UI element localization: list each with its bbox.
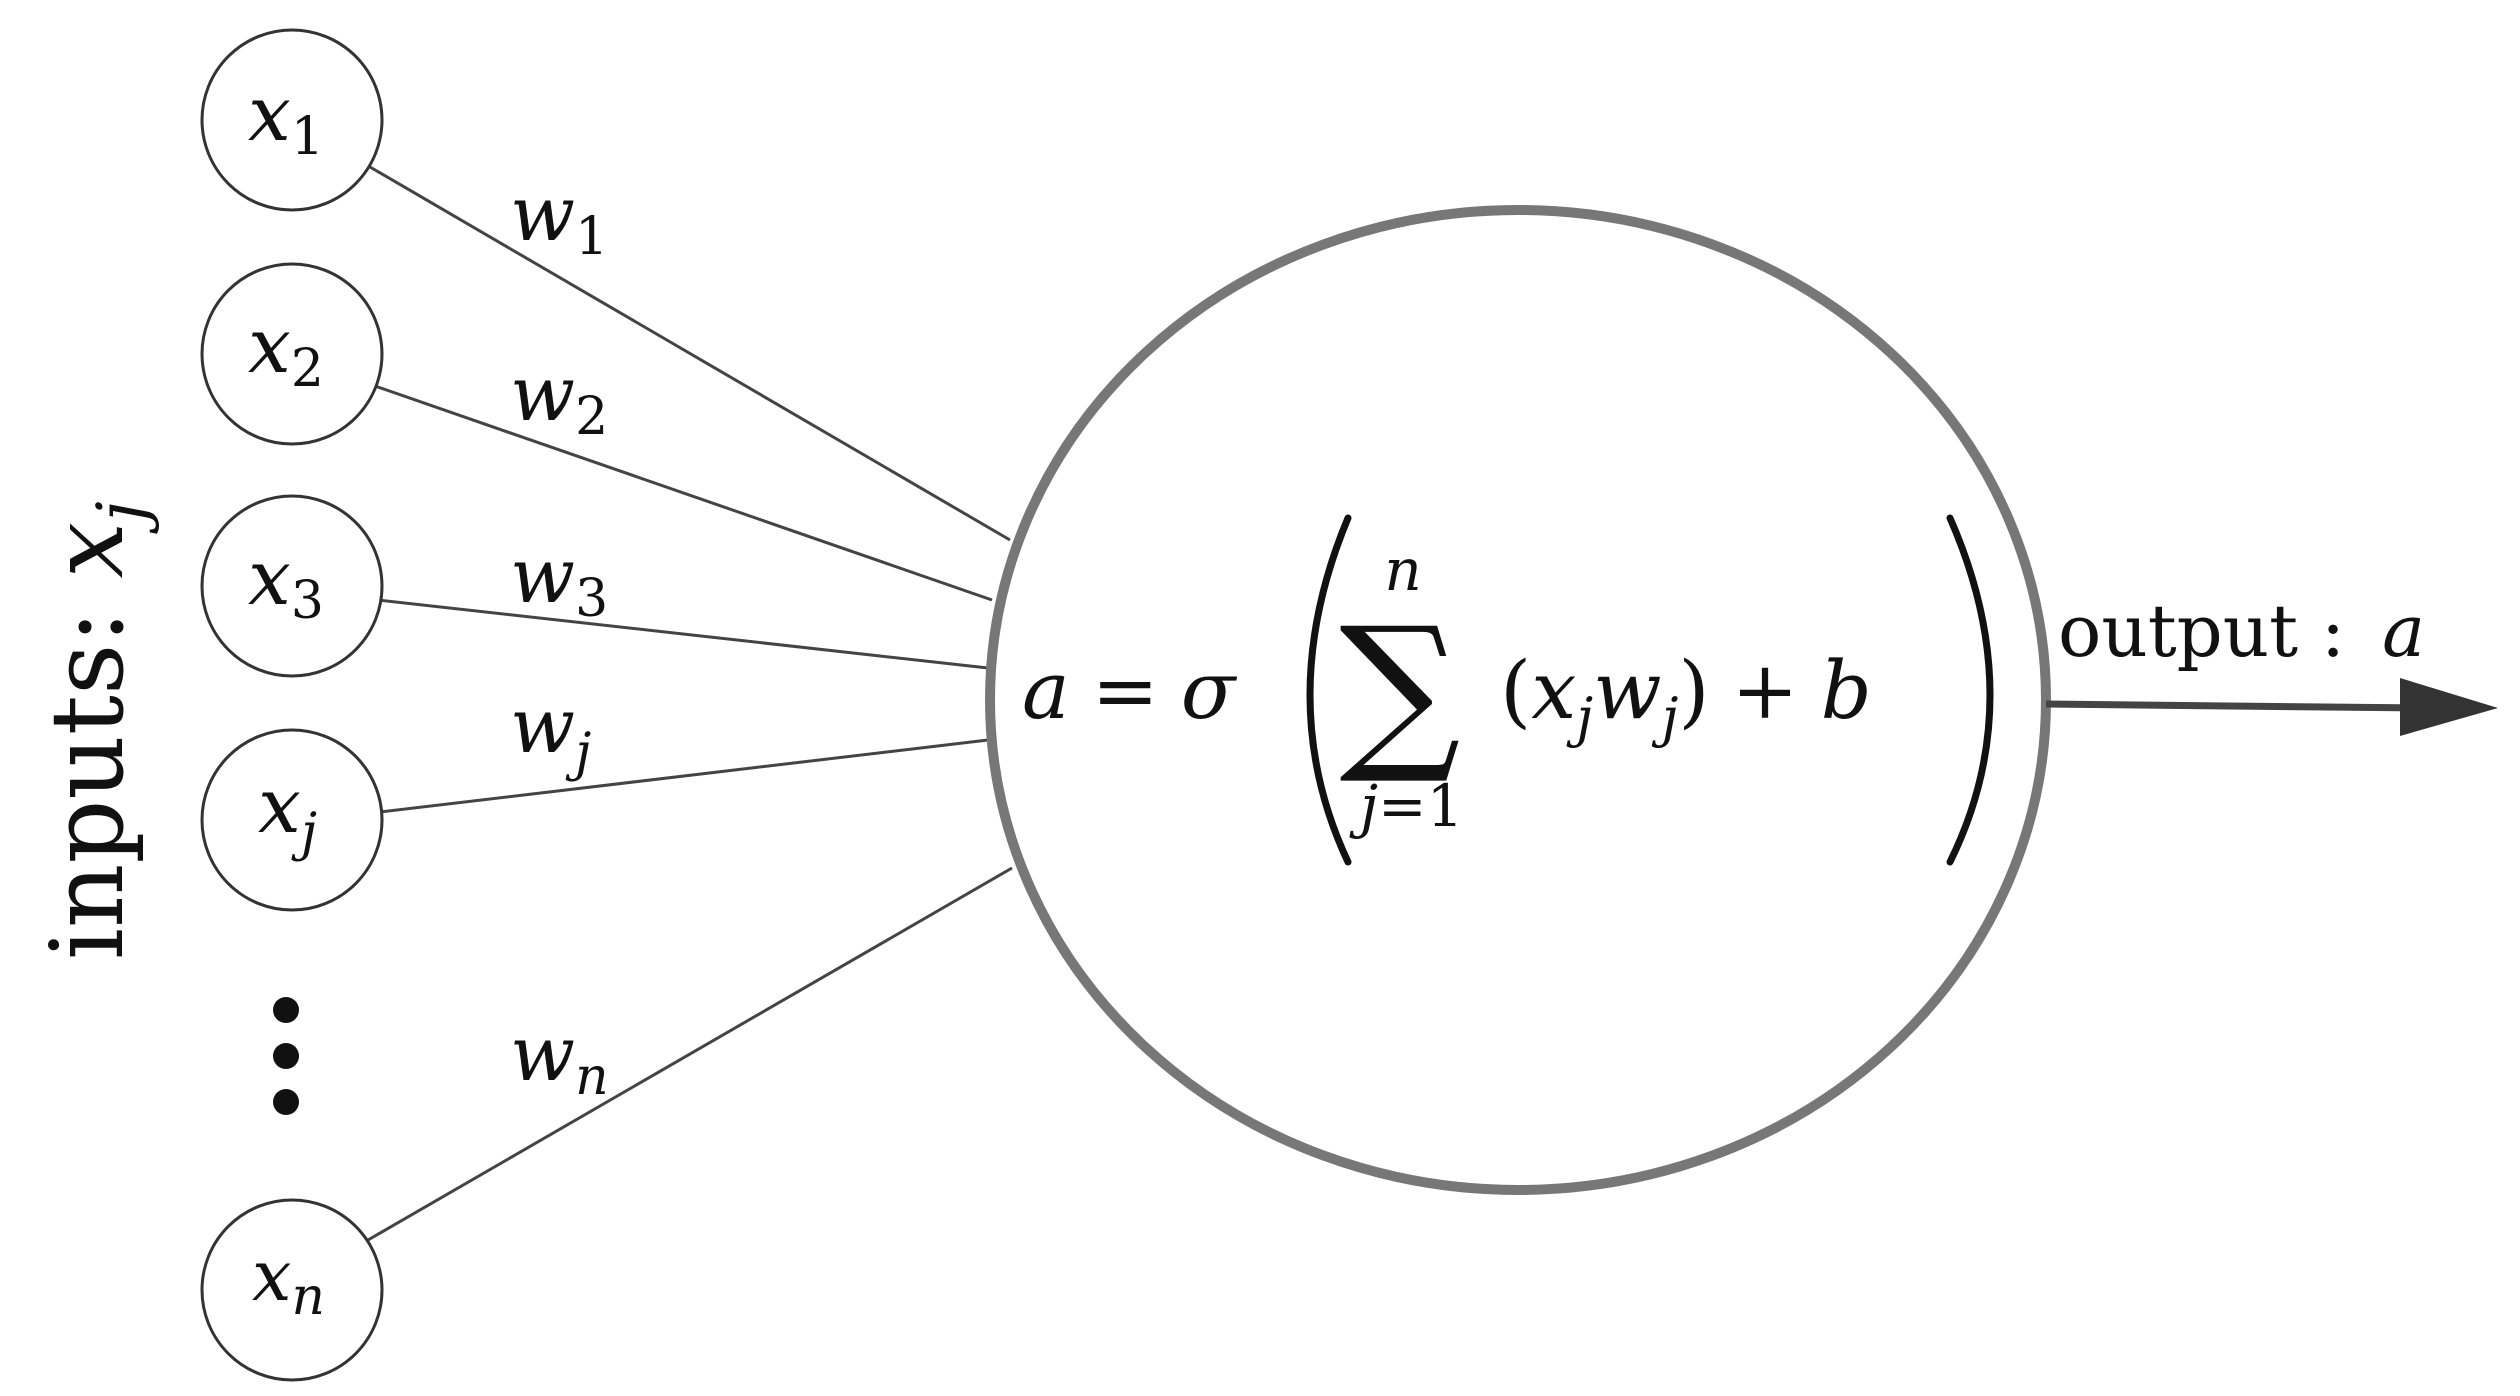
formula-lhs: a=σ <box>1022 644 1238 737</box>
svg-text:x1: x1 <box>248 69 324 167</box>
input-var: x <box>258 761 301 850</box>
svg-text:x3: x3 <box>248 533 324 631</box>
edge-3 <box>377 598 989 670</box>
sum-upper-limit: n <box>1384 536 1421 604</box>
edge-1 <box>369 165 1011 542</box>
weight-label-3: w3 <box>510 531 608 629</box>
svg-text:inputs: xj: inputs: xj <box>29 501 160 960</box>
svg-text:xj: xj <box>258 761 317 863</box>
neuron-body <box>985 205 2051 1195</box>
output-label: output : a <box>2058 589 2425 673</box>
input-node-1: x1 <box>200 28 384 212</box>
weight-label-j: wj <box>510 681 591 783</box>
weight-label-1: w1 <box>510 169 608 267</box>
svg-text:x2: x2 <box>248 301 324 399</box>
inputs-label-var: x <box>29 522 146 578</box>
inputs-label-prefix: inputs: <box>29 578 146 960</box>
input-node-2: x2 <box>200 262 384 446</box>
formula-term: (xjwj)+b <box>1500 644 1872 749</box>
vertical-ellipsis-icon <box>273 997 299 1115</box>
left-paren-icon <box>1306 514 1352 866</box>
input-node-3: x3 <box>200 494 384 678</box>
input-node-n: xn <box>200 1198 384 1382</box>
svg-text:xn: xn <box>252 1235 325 1327</box>
inputs-axis-label: inputs: xj <box>29 501 160 960</box>
input-var: x <box>248 69 291 158</box>
edge-2 <box>374 384 993 602</box>
input-var: x <box>248 533 291 622</box>
weight-label-2: w2 <box>510 349 608 447</box>
right-paren-icon <box>1946 514 1994 866</box>
input-var: x <box>252 1235 291 1317</box>
activation-formula: a=σ n ∑ j=1 (xjwj)+b <box>1022 514 1994 866</box>
edge-j <box>379 738 989 814</box>
input-node-j: xj <box>200 728 384 912</box>
input-sub: 3 <box>291 571 324 631</box>
output-arrow-icon <box>2045 678 2498 736</box>
summation-icon: ∑ <box>1339 591 1460 789</box>
input-var: x <box>248 301 291 390</box>
sum-lower-limit: j=1 <box>1349 772 1463 840</box>
edge-n <box>367 866 1013 1242</box>
weight-label-n: wn <box>510 1009 609 1107</box>
input-sub: 1 <box>291 107 324 167</box>
input-sub: 2 <box>291 339 324 399</box>
input-sub: n <box>291 1267 325 1327</box>
edges <box>367 165 1013 1242</box>
